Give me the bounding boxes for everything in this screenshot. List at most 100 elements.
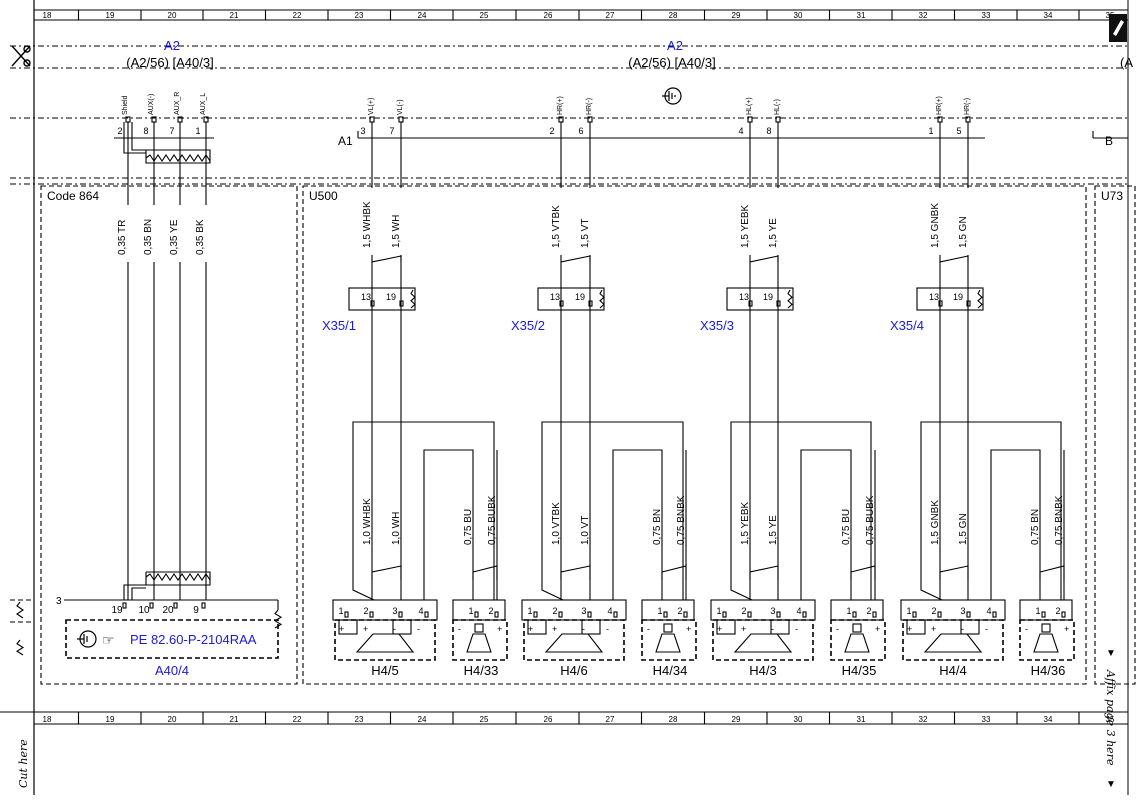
- x35-pin: 13: [739, 292, 749, 302]
- speaker-large-cone: [544, 633, 604, 653]
- speaker-large-pin-terminal: [912, 611, 917, 618]
- column-number-bottom: 34: [1044, 715, 1053, 724]
- x35-pin: 19: [953, 292, 963, 302]
- speaker-large-polarity: -: [795, 624, 798, 634]
- column-number-bottom: 21: [230, 715, 239, 724]
- speaker-small-label: H4/35: [842, 663, 877, 678]
- column-number-top: 27: [606, 11, 615, 20]
- speaker-large-pin-terminal: [747, 611, 752, 618]
- affix-page-text: Affix page 3 here: [1104, 669, 1117, 766]
- channel-wire-bottom-label: 1,0 VTBK: [551, 502, 562, 545]
- channel-twist-small: [472, 565, 498, 580]
- speaker-large-polarity: -: [771, 624, 774, 634]
- speaker-large-pin: 1: [906, 606, 911, 616]
- x35-pin: 19: [575, 292, 585, 302]
- speaker-large-polarity: +: [552, 624, 557, 634]
- speaker-large-label: H4/3: [749, 663, 776, 678]
- channel-pin-label: HR(-): [586, 98, 593, 115]
- speaker-small-pin-terminal: [494, 611, 499, 618]
- module-b: B: [1105, 134, 1113, 148]
- a40-4-ref[interactable]: PE 82.60-P-2104RAA: [130, 632, 257, 647]
- speaker-large-pin: 1: [716, 606, 721, 616]
- speaker-large-inner: [392, 619, 412, 635]
- channel-wire-bottom-label: 0,75 BU: [841, 509, 852, 545]
- channel-twist-lower: [939, 565, 969, 580]
- x35-pin: 13: [929, 292, 939, 302]
- x35-pin: 19: [386, 292, 396, 302]
- channel-wire-top-label: 1,5 VT: [580, 219, 591, 248]
- speaker-large-inner: [960, 619, 980, 635]
- channel-bridge-inner: [990, 449, 1041, 600]
- speaker-small-polarity: -: [836, 624, 839, 634]
- column-number-top: 20: [168, 11, 177, 20]
- a2-right-title: A2: [667, 38, 683, 53]
- a40-4-box: [65, 619, 279, 659]
- channel-wire-top-label: 1,5 GN: [958, 216, 969, 248]
- speaker-small-pin: 2: [677, 606, 682, 616]
- column-number-bottom: 33: [982, 715, 991, 724]
- column-number-top: 19: [106, 11, 115, 20]
- speaker-large-polarity: +: [717, 624, 722, 634]
- note-icon[interactable]: [1109, 14, 1127, 42]
- x35-shield-zigzag: [599, 289, 605, 309]
- channel-pin-number: 2: [549, 126, 554, 136]
- speaker-large-polarity: +: [339, 624, 344, 634]
- column-number-bottom: 31: [857, 715, 866, 724]
- channel-twist-small: [661, 565, 687, 580]
- channel-bridge-outer: [541, 421, 684, 601]
- channel-wire-top-label: 1,5 GNBK: [930, 203, 941, 248]
- aux-twist-bottom: [145, 573, 211, 581]
- speaker-small-pin: 2: [866, 606, 871, 616]
- speaker-small-pin-terminal: [872, 611, 877, 618]
- a40-4-pin3: 3: [56, 596, 62, 607]
- column-number-bottom: 26: [544, 715, 553, 724]
- scissors-icon: [11, 45, 31, 67]
- channel-pin-number: 8: [766, 126, 771, 136]
- speaker-large-polarity: +: [363, 624, 368, 634]
- channel-wire-bottom-label: 0,75 BNBK: [676, 495, 687, 545]
- aux-pin-number: 1: [195, 126, 200, 136]
- speaker-small-pin: 2: [488, 606, 493, 616]
- channel-wire-bottom-label: 1,0 WH: [391, 512, 402, 545]
- column-number-top: 33: [982, 11, 991, 20]
- x35-shield-zigzag: [787, 289, 793, 309]
- speaker-small-inner: [1041, 623, 1051, 633]
- speaker-large-pin: 1: [527, 606, 532, 616]
- a40-4-pin: 10: [138, 605, 150, 616]
- speaker-small-pin: 1: [657, 606, 662, 616]
- aux-pin-number: 2: [117, 126, 122, 136]
- column-number-top: 23: [355, 11, 364, 20]
- speaker-large-inner: [770, 619, 790, 635]
- aux-shield-bottom: [123, 584, 146, 600]
- channel-wire-bottom-label: 0,75 BUBK: [487, 495, 498, 545]
- x35-shield-zigzag: [410, 289, 416, 309]
- aux-pin-label: AUX(-): [148, 94, 155, 115]
- speaker-small-box: [830, 619, 886, 661]
- speaker-small-polarity: -: [647, 624, 650, 634]
- aux-shield-top: [123, 122, 146, 154]
- channel-pin-label: HR(-): [964, 98, 971, 115]
- speaker-small-polarity: +: [875, 624, 880, 634]
- speaker-small-box: [452, 619, 508, 661]
- speaker-large-box: [902, 619, 1004, 661]
- channel-twist-upper: [749, 255, 779, 272]
- speaker-large-pin: 3: [392, 606, 397, 616]
- left-edge-zigzag: [16, 601, 24, 619]
- speaker-large-box: [712, 619, 814, 661]
- a2-left-title: A2: [164, 38, 180, 53]
- column-number-bottom: 23: [355, 715, 364, 724]
- channel-wire-bottom-label: 0,75 BN: [1030, 509, 1041, 545]
- speaker-small-cone: [844, 633, 870, 653]
- a2-edge-refs: (A: [1120, 55, 1133, 70]
- channel-wire-top-label: 1,5 VTBK: [551, 205, 562, 248]
- x35-connector-label: X35/2: [511, 318, 545, 333]
- channel-pin-number: 7: [389, 126, 394, 136]
- speaker-small-pin-terminal: [474, 611, 479, 618]
- channel-wire-top-label: 1,5 YEBK: [740, 204, 751, 248]
- speaker-large-pin-terminal: [587, 611, 592, 618]
- speaker-small-inner: [663, 623, 673, 633]
- speaker-large-pin-terminal: [722, 611, 727, 618]
- aux-wire-label: 0,35 YE: [169, 219, 180, 255]
